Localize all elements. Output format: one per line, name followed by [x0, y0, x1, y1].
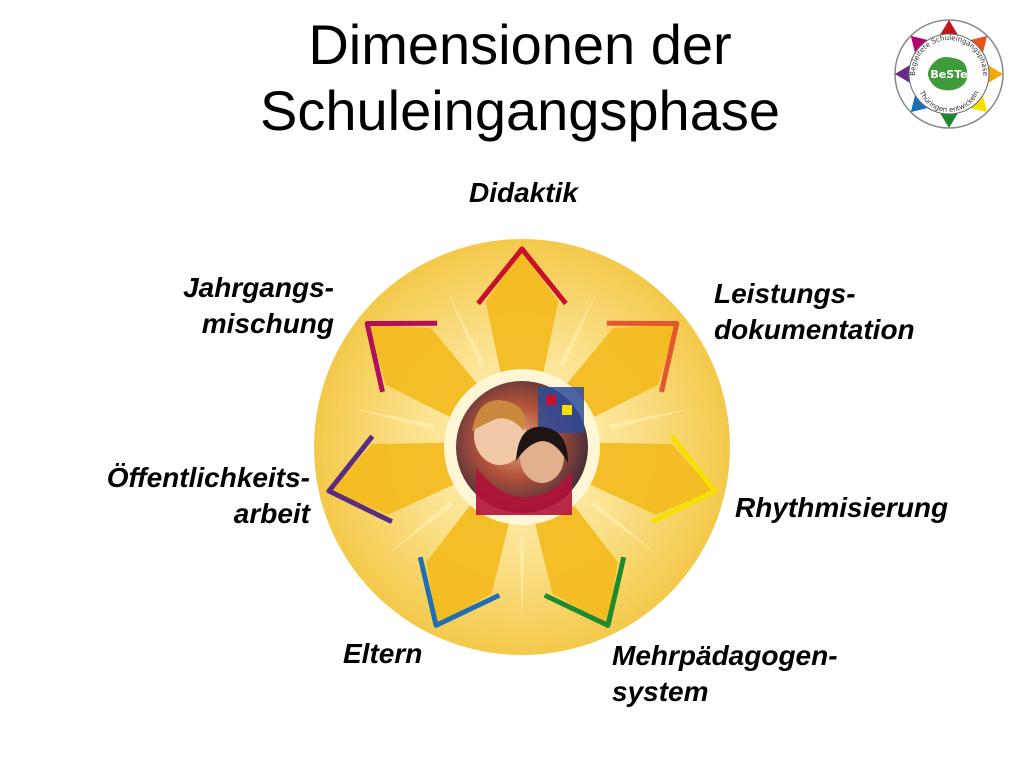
dimension-wheel [314, 239, 730, 655]
label-didaktik: Didaktik [469, 177, 578, 208]
chevron-oeffentlichkeitsarbeit [326, 434, 394, 524]
logo-star-point [985, 63, 1003, 85]
logo-thuringia-shape [928, 57, 968, 91]
slide-title: Dimensionen der Schuleingangsphase [180, 12, 860, 144]
label-leistungsdokumentation: Leistungs- dokumentation [714, 278, 915, 345]
logo-star-point [938, 20, 960, 38]
chevron-mehrpaedagogensystem [543, 556, 627, 628]
petal-rhythmisierung [590, 442, 714, 515]
wheel-petals [326, 246, 718, 628]
beste-logo: Begleitete Schuleingangsphase Thüringen … [894, 19, 1004, 129]
logo-badge-text: BeSTe [930, 68, 967, 81]
chevron-rhythmisierung [650, 434, 718, 524]
center-photo [456, 381, 588, 515]
chevron-jahrgangsmischung [364, 320, 438, 393]
petal-leistungsdokumentation [567, 324, 676, 418]
logo-star-point [895, 63, 913, 85]
label-eltern: Eltern [343, 638, 423, 669]
chevron-leistungsdokumentation [606, 320, 680, 393]
petal-didaktik [485, 251, 559, 373]
petal-jahrgangsmischung [368, 324, 477, 418]
title-line-2: Schuleingangsphase [260, 79, 780, 142]
petal-gap-leistungsdokumentation [609, 408, 693, 430]
label-oeffentlichkeitsarbeit: Öffentlichkeits- arbeit [106, 462, 310, 529]
petal-gap-jahrgangsmischung [446, 289, 486, 368]
logo-star-point [938, 110, 960, 128]
petal-mehrpaedagogensystem [535, 505, 618, 624]
petal-gap-eltern [385, 501, 454, 557]
title-line-1: Dimensionen der [308, 13, 732, 76]
label-mehrpaedagogensystem: Mehrpädagogen- system [612, 640, 838, 707]
petal-gap-rhythmisierung [590, 500, 659, 557]
petal-oeffentlichkeitsarbeit [330, 442, 454, 515]
petal-eltern [426, 505, 509, 624]
chevron-eltern [417, 556, 501, 628]
petal-gap-oeffentlichkeitsarbeit [351, 408, 435, 430]
petal-gap-didaktik [558, 289, 598, 368]
label-rhythmisierung: Rhythmisierung [735, 492, 949, 523]
chevron-didaktik [476, 246, 568, 306]
label-jahrgangsmischung: Jahrgangs- mischung [183, 272, 334, 339]
petal-gap-mehrpaedagogensystem [519, 536, 525, 622]
